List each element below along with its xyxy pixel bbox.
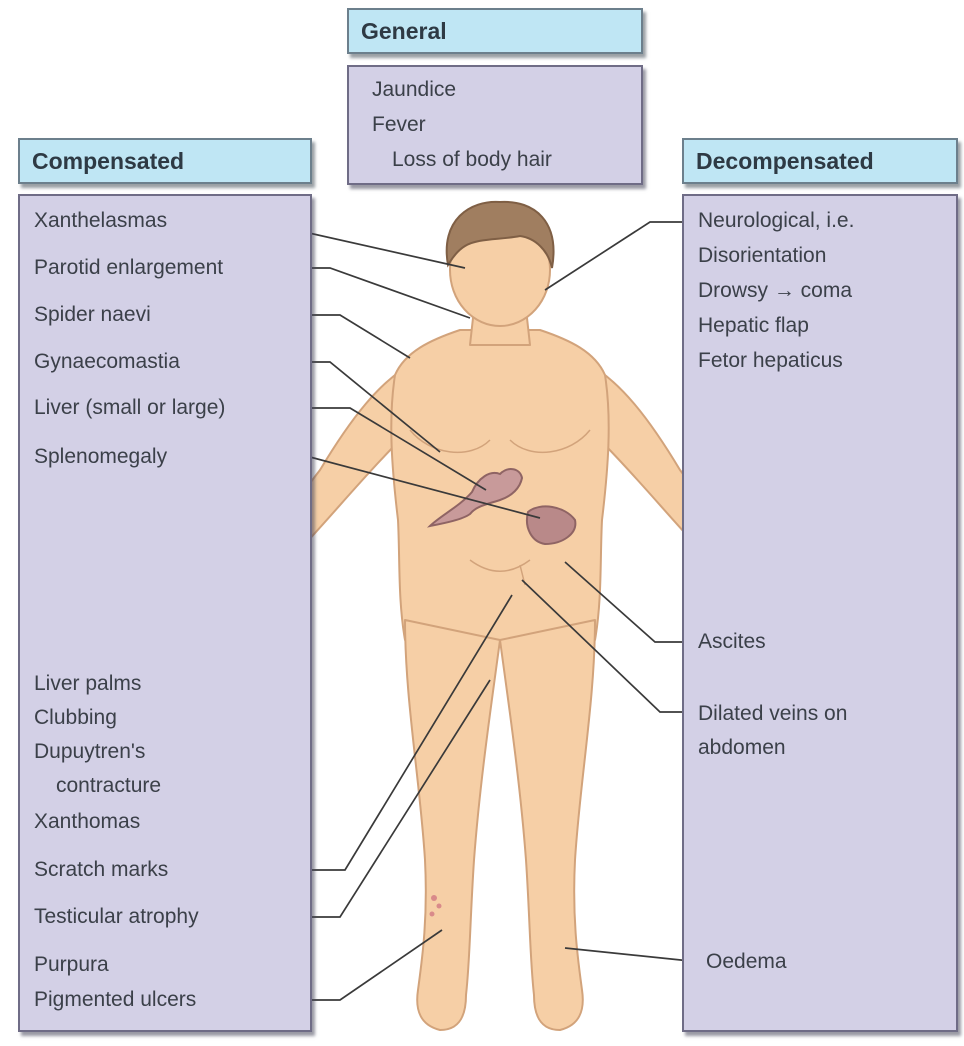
general-item-body-hair: Loss of body hair (392, 148, 552, 172)
hand-sign-clubbing: Clubbing (34, 706, 117, 730)
left-leg (405, 620, 500, 1030)
compensated-item-splenomegaly: Splenomegaly (34, 445, 167, 469)
hand-sign-dupuytrens: Dupuytren's (34, 740, 145, 764)
hand-sign-liver-palms: Liver palms (34, 672, 141, 696)
decompensated-item-disorientation: Disorientation (698, 244, 826, 268)
decompensated-item-dilated-veins: Dilated veins on (698, 702, 847, 726)
compensated-item-gynaecomastia: Gynaecomastia (34, 350, 180, 374)
decompensated-header: Decompensated (682, 138, 958, 184)
decompensated-item-fetor-hepaticus: Fetor hepaticus (698, 349, 843, 373)
general-item-jaundice: Jaundice (372, 78, 456, 102)
right-leg (500, 620, 595, 1030)
compensated-item-spider-naevi: Spider naevi (34, 303, 151, 327)
compensated-item-liver: Liver (small or large) (34, 396, 225, 420)
general-header: General (347, 8, 643, 54)
line-parotid (288, 268, 470, 318)
decompensated-item-drowsy-coma: Drowsy → coma (698, 279, 852, 303)
compensated-item-xanthelasmas: Xanthelasmas (34, 209, 167, 233)
decompensated-header-label: Decompensated (696, 148, 874, 175)
decompensated-item-hepatic-flap: Hepatic flap (698, 314, 809, 338)
compensated-item-parotid: Parotid enlargement (34, 256, 223, 280)
decompensated-item-ascites: Ascites (698, 630, 766, 654)
compensated-item-testicular-atrophy: Testicular atrophy (34, 905, 199, 929)
compensated-item-pigmented-ulcers: Pigmented ulcers (34, 988, 196, 1012)
decompensated-item-abdomen: abdomen (698, 736, 786, 760)
line-oedema (565, 948, 700, 962)
general-item-fever: Fever (372, 113, 426, 137)
compensated-item-purpura: Purpura (34, 953, 109, 977)
line-neurological (545, 222, 690, 290)
compensated-header-label: Compensated (32, 148, 184, 175)
compensated-header: Compensated (18, 138, 312, 184)
decompensated-item-oedema: Oedema (706, 950, 787, 974)
compensated-item-scratch-marks: Scratch marks (34, 858, 168, 882)
general-header-label: General (361, 18, 447, 45)
hand-sign-xanthomas: Xanthomas (34, 810, 140, 834)
hand-sign-contracture: contracture (56, 774, 161, 798)
decompensated-item-neurological: Neurological, i.e. (698, 209, 854, 233)
